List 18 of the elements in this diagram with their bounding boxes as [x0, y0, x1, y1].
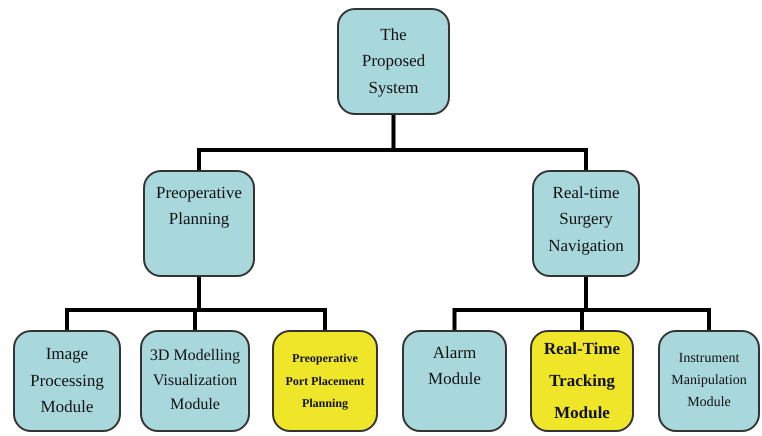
module-box [337, 8, 450, 115]
box-label: Preoperative Port Placement Planning [284, 350, 366, 412]
highlighted-module-box [530, 330, 634, 432]
module-box [13, 330, 121, 432]
module-box [532, 170, 640, 277]
module-box [658, 330, 760, 432]
box-label: Instrument Manipulation Module [670, 350, 748, 412]
box-label: Alarm Module [427, 342, 482, 390]
module-box [143, 170, 255, 277]
box-label: Preoperative Planning [155, 182, 243, 230]
box-label: Real-time Surgery Navigation [547, 182, 625, 257]
module-box [140, 330, 250, 432]
box-label: 3D Modelling Visualization Module [148, 346, 242, 416]
box-label: The Proposed System [360, 24, 426, 99]
module-box [402, 330, 507, 432]
highlighted-module-box [272, 330, 378, 432]
box-label: Real-Time Tracking Module [542, 338, 622, 424]
box-label: Image Processing Module [29, 343, 105, 418]
